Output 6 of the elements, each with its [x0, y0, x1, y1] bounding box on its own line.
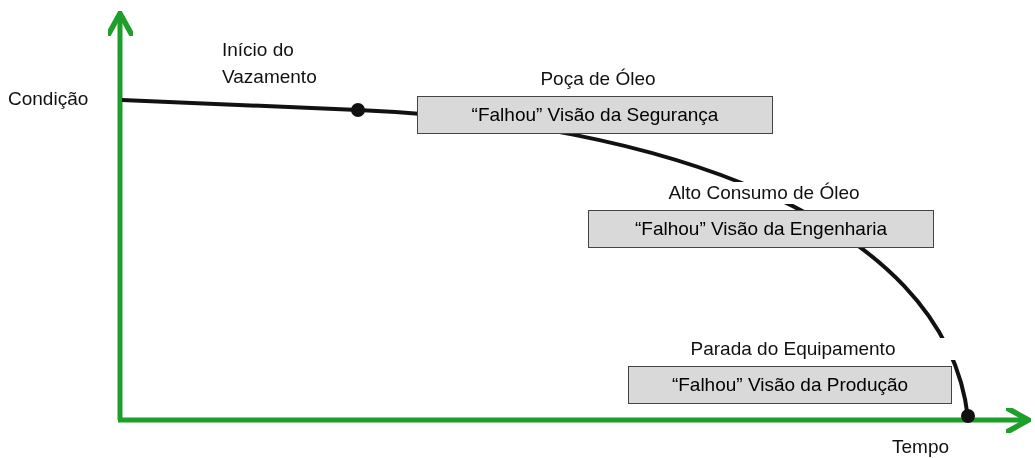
failure-label: “Falhou” Visão da Produção	[628, 366, 952, 404]
failure-label: “Falhou” Visão da Engenharia	[588, 210, 934, 248]
axis-label: Condição	[8, 88, 89, 110]
failure-label: “Falhou” Visão da Segurança	[417, 96, 773, 134]
milestone-label: Início do Vazamento	[222, 38, 318, 89]
axis-label: Tempo	[892, 436, 950, 458]
